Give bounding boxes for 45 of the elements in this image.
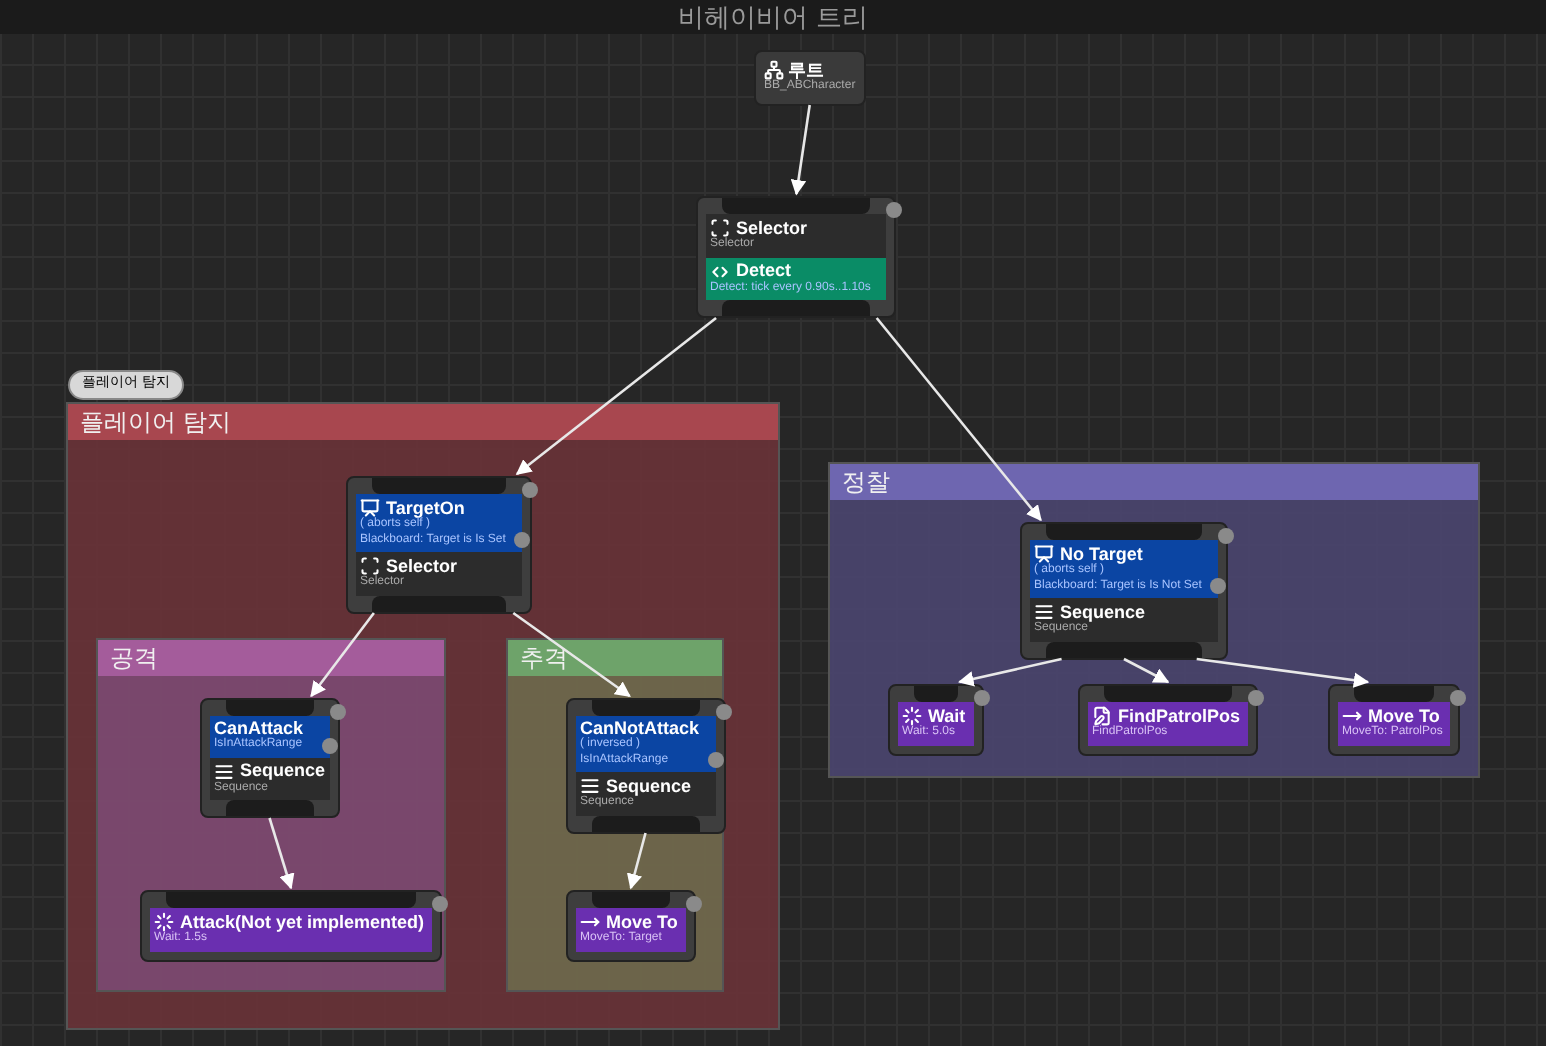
comment-group [828,462,1480,778]
arrow [1196,657,1370,688]
node-title: Move To [1368,707,1440,725]
arrow [512,611,631,698]
node-title: Selector [386,557,458,575]
arrow [626,832,647,890]
task-node [1078,684,1259,755]
node-title: Sequence [606,777,692,795]
node-title: Selector [736,219,808,237]
composite-node [200,698,340,818]
node-title: Move To [606,913,678,931]
comment-group [96,638,446,992]
node-title: No Target [1060,545,1143,563]
diagram-title: 비헤이비어 트리 [678,4,868,30]
node-title: Sequence [1060,603,1146,621]
arrow [515,316,717,476]
composite-node [696,196,897,318]
node-title: FindPatrolPos [1118,707,1241,725]
task-node [566,890,696,961]
arrow [875,317,1042,522]
group-title: 플레이어 탐지 [80,410,231,434]
node-title: Detect [736,262,792,280]
node-title: Wait [928,707,966,725]
task-node [888,684,984,755]
node-title: CanNotAttack [580,720,700,738]
arrow [958,657,1062,687]
arrow [268,817,295,890]
node-title: 루트 [788,61,824,79]
arrow [790,104,811,196]
group-title: 정찰 [842,470,890,494]
root-node [754,50,866,105]
group-title: 추격 [520,646,568,670]
task-node [140,890,443,961]
arrow [310,612,375,698]
service-box [706,257,887,300]
task-node [1328,684,1461,755]
node-title: TargetOn [386,499,465,517]
arrow [1123,657,1170,684]
composite-node [1020,522,1228,659]
composite-node [566,698,726,833]
group-title: 공격 [110,646,158,670]
composite-node [346,476,532,613]
node-title: Attack(Not yet implemented) [180,913,425,931]
node-title: Sequence [240,762,326,780]
node-title: CanAttack [214,720,304,738]
